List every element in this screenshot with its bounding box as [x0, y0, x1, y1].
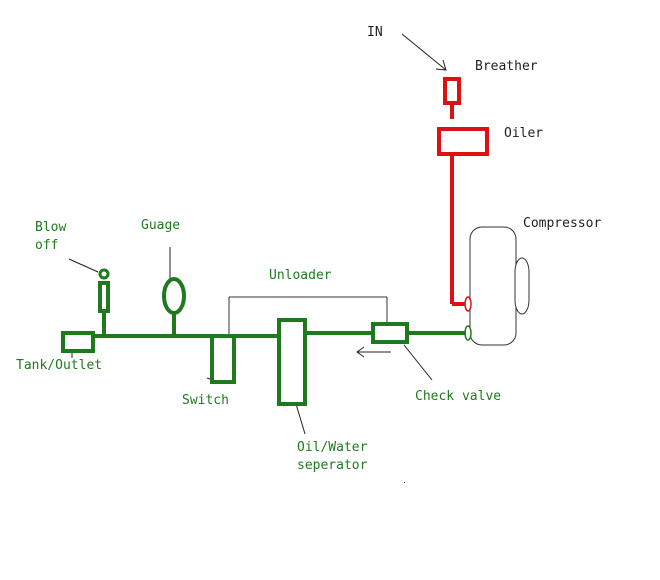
compressor-body — [469, 226, 517, 346]
oil-water-separator-label-line2: seperator — [297, 458, 368, 473]
blow-off-valve-symbol — [98, 281, 110, 313]
tank-outlet-label: Tank/Outlet — [16, 358, 103, 373]
in-arrow — [401, 33, 447, 71]
supply-line — [94, 311, 466, 338]
guage-label: Guage — [141, 218, 181, 233]
breather-symbol — [443, 77, 461, 105]
switch-label: Switch — [182, 393, 229, 408]
guage-symbol — [162, 277, 186, 315]
blow-off-label-line1: Blow — [35, 220, 67, 235]
flow-arrow — [356, 346, 391, 358]
leader-lines — [68, 247, 433, 435]
oiler-symbol — [437, 127, 489, 156]
tank-outlet-symbol — [61, 331, 95, 353]
stray-dot — [404, 482, 405, 483]
oiler-label: Oiler — [504, 126, 544, 141]
compressor-label: Compressor — [523, 216, 602, 231]
breather-label: Breather — [475, 59, 538, 74]
unloader-line — [228, 296, 388, 335]
in-label: IN — [367, 25, 383, 40]
blow-off-valve-head — [98, 268, 110, 280]
check-valve-label: Check valve — [415, 389, 502, 404]
unloader-label: Unloader — [269, 268, 332, 283]
oil-water-separator-symbol — [277, 318, 307, 406]
switch-symbol — [210, 334, 236, 384]
check-valve-symbol — [371, 322, 409, 344]
oil-water-separator-label-line1: Oil/Water — [297, 440, 368, 455]
compressor-pulley — [514, 257, 530, 315]
blow-off-label-line2: off — [35, 238, 59, 253]
compressor-inlet-port — [464, 296, 472, 312]
